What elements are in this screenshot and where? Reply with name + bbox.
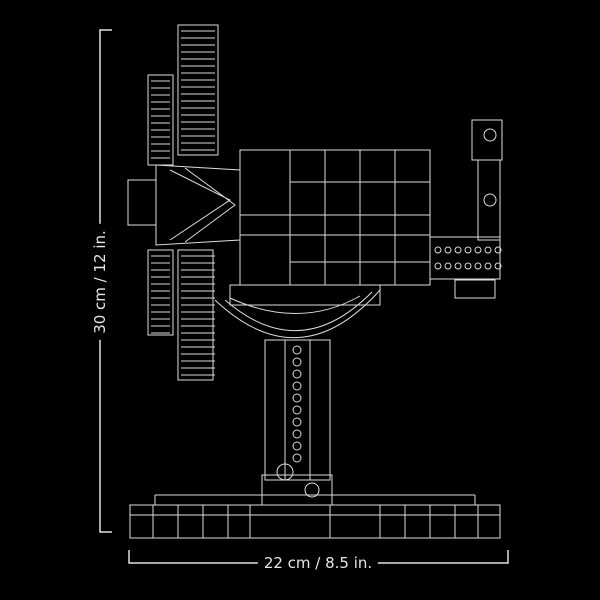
arm-hole — [434, 262, 442, 270]
column-hole — [292, 381, 302, 391]
column-hole — [292, 393, 302, 403]
arm-hole — [484, 262, 492, 270]
arm-hole — [454, 246, 462, 254]
arm-hole — [434, 246, 442, 254]
arm-hole — [494, 246, 502, 254]
column-hole — [292, 345, 302, 355]
arm-hole — [474, 246, 482, 254]
side-arm — [429, 119, 503, 299]
arm-hole — [444, 246, 452, 254]
turntable — [214, 284, 381, 339]
arm-hole — [444, 262, 452, 270]
width-dimension-label: 22 cm / 8.5 in. — [257, 554, 379, 572]
display-base — [129, 474, 501, 539]
column-hole — [292, 357, 302, 367]
column-hole — [292, 429, 302, 439]
body-blocks — [239, 149, 431, 286]
column-hole — [292, 441, 302, 451]
column-hole — [292, 417, 302, 427]
column-hole — [292, 405, 302, 415]
column-hole — [292, 453, 302, 463]
arm-hole — [464, 262, 472, 270]
column-hole — [292, 369, 302, 379]
arm-hole — [484, 246, 492, 254]
arm-hole — [454, 262, 462, 270]
arm-hole — [464, 246, 472, 254]
height-dimension-label: 30 cm / 12 in. — [91, 224, 109, 340]
support-column — [264, 339, 331, 498]
arm-hole — [494, 262, 502, 270]
propeller-assembly — [127, 24, 241, 381]
arm-hole — [474, 262, 482, 270]
